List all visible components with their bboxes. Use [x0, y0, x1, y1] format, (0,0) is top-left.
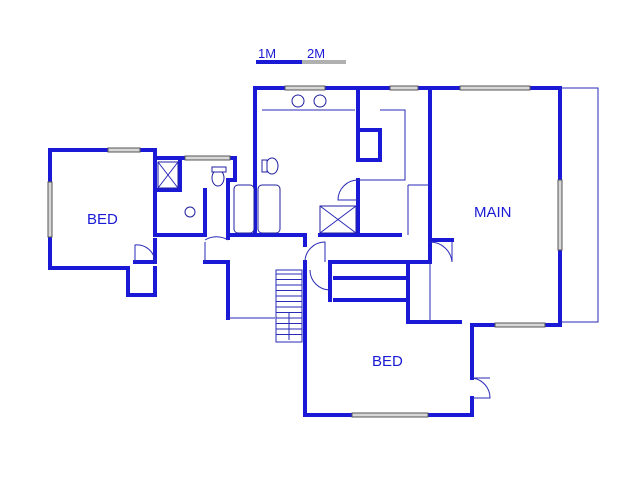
bathtub-left — [233, 184, 255, 234]
scale-label-1m: 1M — [258, 46, 276, 61]
window-ensuite-top — [184, 155, 231, 161]
outline-lines — [228, 87, 599, 323]
door-stair — [309, 269, 331, 291]
walls-left-bedroom — [48, 148, 207, 297]
windows — [47, 85, 563, 418]
basin-right — [313, 94, 327, 108]
door-bath — [337, 179, 359, 201]
staircase — [275, 269, 303, 343]
doors — [134, 179, 491, 399]
walls-central — [133, 238, 462, 324]
window-main-top — [459, 85, 531, 91]
window-bed-bottom — [351, 412, 429, 418]
scale-bar-hollow — [302, 60, 346, 64]
room-label-bed-left: BED — [87, 211, 118, 228]
basin-left — [291, 94, 305, 108]
toilet-ensuite-tank — [211, 166, 227, 173]
window-kitchen-top — [389, 85, 419, 91]
window-main-bottom — [494, 322, 546, 328]
room-label-main: MAIN — [474, 204, 512, 221]
door-main — [429, 241, 453, 263]
basin-ensuite — [184, 206, 196, 218]
door-ensuite — [204, 236, 229, 241]
window-main-right — [557, 179, 563, 251]
stair-outline — [275, 269, 303, 343]
toilet-bath-tank — [261, 159, 268, 173]
fixtures — [157, 94, 357, 234]
door-hall — [304, 241, 326, 263]
door-bed-bottom — [471, 377, 491, 399]
window-bed-left — [47, 181, 53, 238]
bathtub-right — [257, 184, 281, 234]
room-label-bed-bottom: BED — [372, 353, 403, 370]
window-bed-top — [107, 147, 141, 153]
scale-bar-solid — [256, 60, 302, 64]
scale-label-2m: 2M — [307, 46, 325, 61]
scale-bar: 1M 2M — [256, 46, 346, 64]
door-left-bed — [134, 244, 156, 263]
window-bath-top — [284, 85, 326, 91]
toilet-bath — [265, 157, 279, 175]
